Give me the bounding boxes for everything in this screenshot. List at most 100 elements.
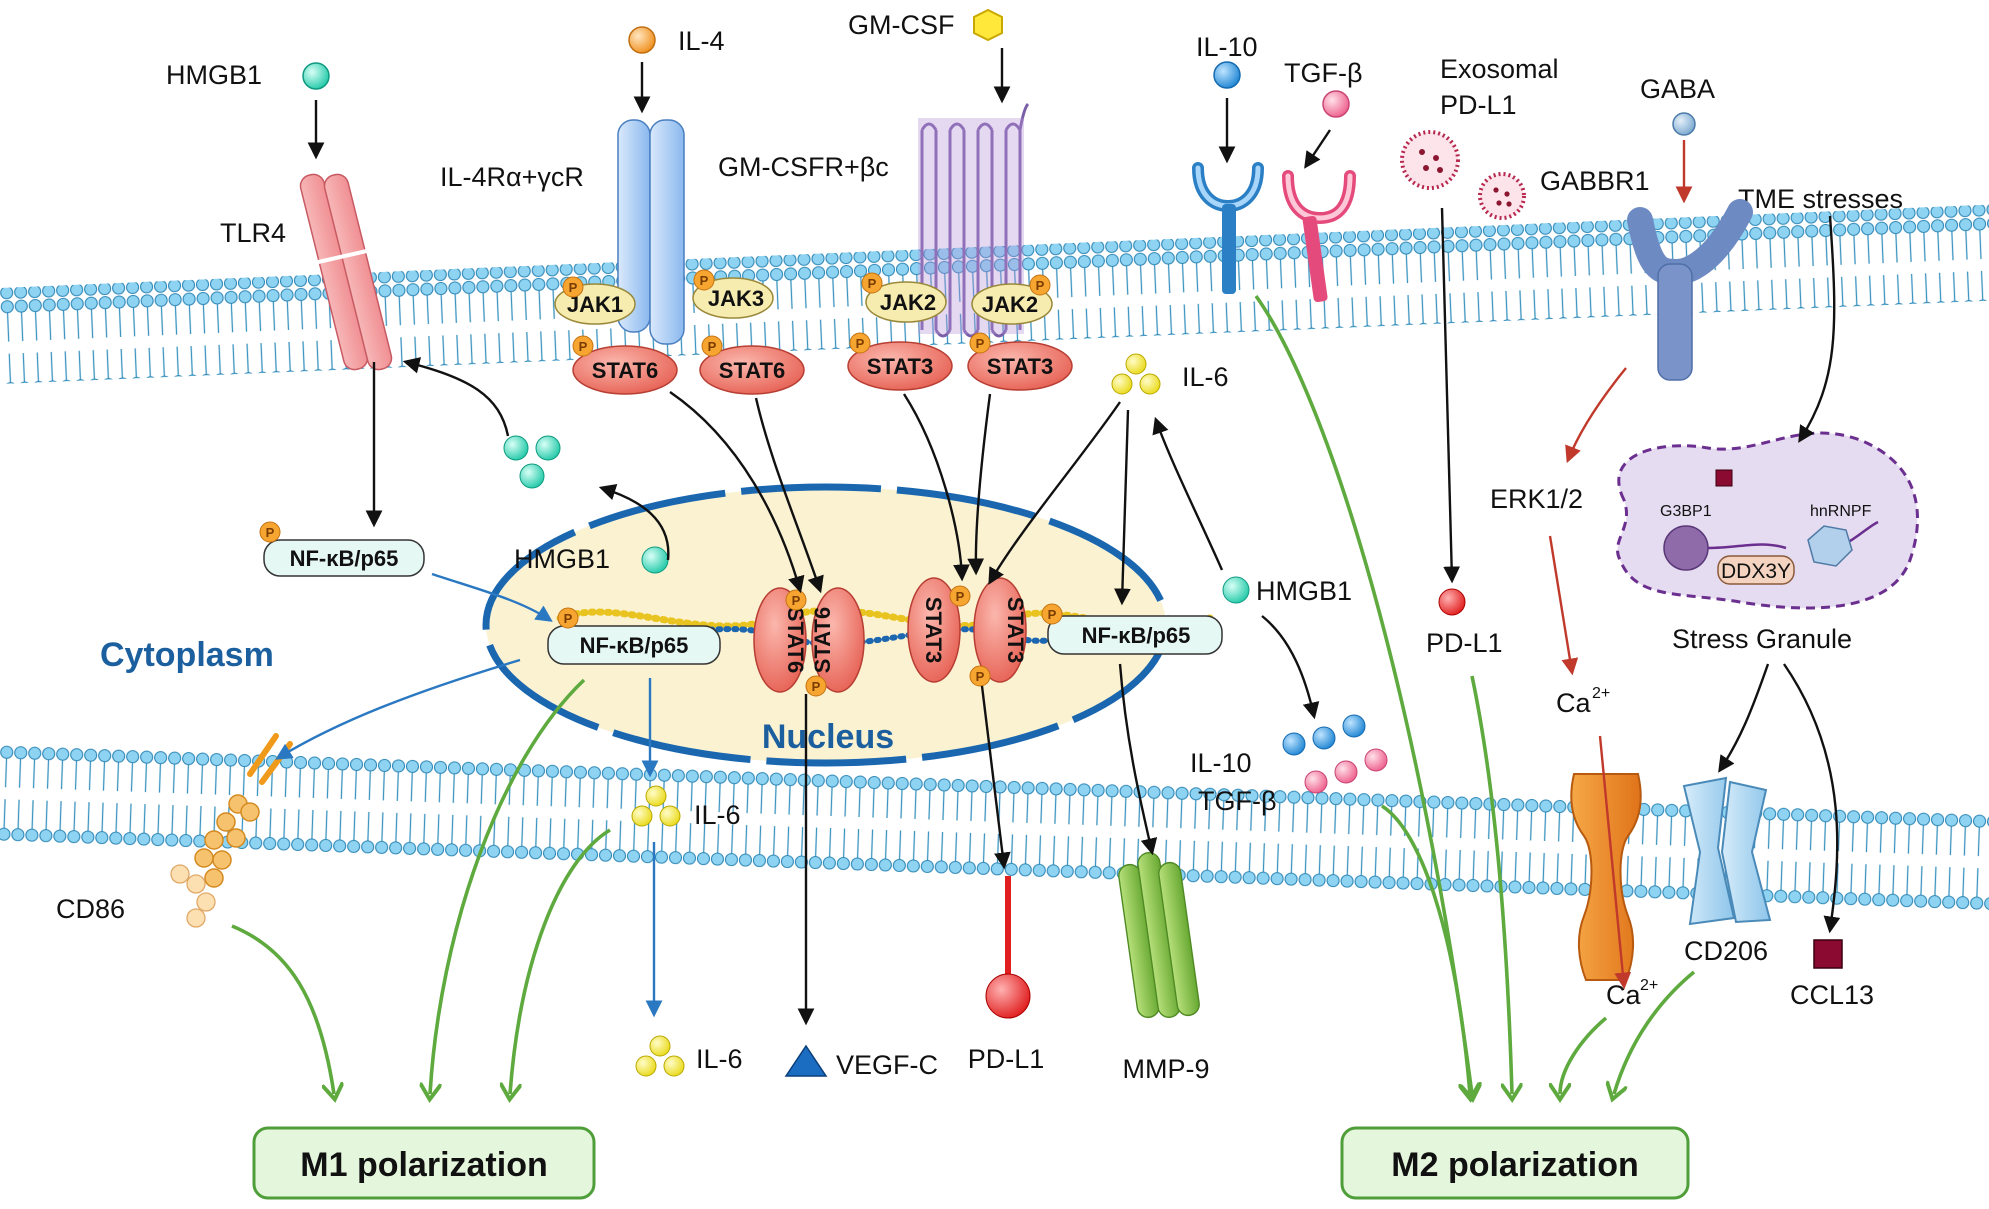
svg-text:STAT6: STAT6 bbox=[783, 607, 808, 673]
ccl13: CCL13 bbox=[1790, 939, 1874, 1010]
m2-polarization-label: M2 polarization bbox=[1391, 1146, 1638, 1184]
m2-polarization-box: M2 polarization bbox=[1340, 1126, 1690, 1200]
hmgb1-cluster bbox=[503, 435, 561, 489]
svg-text:NF-κB/p65: NF-κB/p65 bbox=[290, 546, 399, 571]
exosomal-label-2: PD-L1 bbox=[1440, 90, 1517, 120]
cd206-receptor: CD206 bbox=[1682, 776, 1772, 966]
svg-text:P: P bbox=[700, 273, 709, 288]
il4-ligand: IL-4 bbox=[628, 26, 725, 56]
blue-arrows bbox=[275, 572, 663, 1018]
gabbr1-receptor bbox=[1627, 199, 1753, 381]
svg-text:STAT6: STAT6 bbox=[810, 607, 835, 673]
svg-text:IL-10: IL-10 bbox=[1190, 748, 1252, 778]
nucleus-label: Nucleus bbox=[762, 718, 894, 756]
il6-cluster-low1: IL-6 bbox=[631, 785, 741, 830]
il6-cluster-mid: IL-6 bbox=[1111, 353, 1229, 395]
hmgb1-nucleus: HMGB1 bbox=[1222, 576, 1352, 606]
stat6-left: STAT6 bbox=[572, 345, 678, 395]
svg-text:JAK2: JAK2 bbox=[880, 290, 936, 315]
il6-cluster-low2: IL-6 bbox=[635, 1035, 743, 1077]
pdl1-cytoplasm: PD-L1 bbox=[1426, 588, 1503, 658]
stat3-right: STAT3 bbox=[967, 341, 1073, 391]
svg-text:CCL13: CCL13 bbox=[1790, 980, 1874, 1010]
svg-text:STAT6: STAT6 bbox=[719, 358, 785, 383]
svg-text:TGF-β: TGF-β bbox=[1198, 786, 1277, 816]
vegfc: VEGF-C bbox=[784, 1044, 938, 1080]
g3bp1-label: G3BP1 bbox=[1660, 503, 1712, 520]
erk-label: ERK1/2 bbox=[1490, 484, 1583, 514]
svg-text:2+: 2+ bbox=[1640, 977, 1658, 994]
svg-text:P: P bbox=[976, 669, 985, 684]
svg-text:2+: 2+ bbox=[1592, 685, 1610, 702]
ddx3y-label: DDX3Y bbox=[1721, 560, 1791, 583]
nfkb-nucleus-right: NF-κB/p65 P bbox=[1041, 603, 1223, 655]
gmcsf-label: GM-CSF bbox=[848, 10, 954, 40]
il10-tgfb-secreted: IL-10 TGF-β bbox=[1190, 714, 1388, 816]
hnrnpf-label: hnRNPF bbox=[1810, 503, 1872, 520]
svg-text:Ca: Ca bbox=[1556, 688, 1591, 718]
tgfb-top-label: TGF-β bbox=[1284, 58, 1363, 88]
svg-text:JAK2: JAK2 bbox=[982, 292, 1038, 317]
il10-receptor bbox=[1192, 162, 1264, 294]
gmcsfr-label: GM-CSFR+βc bbox=[718, 152, 889, 182]
hmgb1-top-label: HMGB1 bbox=[166, 60, 262, 90]
svg-text:NF-κB/p65: NF-κB/p65 bbox=[580, 633, 689, 658]
hmgb1-ligand-top: HMGB1 bbox=[166, 60, 330, 90]
cytoplasm-label: Cytoplasm bbox=[100, 636, 274, 674]
tme-stresses-label: TME stresses bbox=[1738, 184, 1903, 214]
svg-text:STAT3: STAT3 bbox=[921, 597, 946, 663]
jak3: JAK3 bbox=[692, 277, 774, 319]
phospho-badges: P P P P P P P P bbox=[562, 269, 1051, 357]
svg-text:P: P bbox=[976, 336, 985, 351]
stat6-right: STAT6 bbox=[699, 345, 805, 395]
stress-granule-label: Stress Granule bbox=[1672, 624, 1852, 654]
svg-text:P: P bbox=[569, 280, 578, 295]
svg-text:P: P bbox=[564, 611, 573, 626]
svg-text:CD86: CD86 bbox=[56, 894, 125, 924]
mmp9-protein: MMP-9 bbox=[1118, 852, 1210, 1084]
jak2-left: JAK2 bbox=[865, 281, 947, 323]
svg-text:P: P bbox=[856, 336, 865, 351]
stress-granule: G3BP1 DDX3Y hnRNPF Stress Granule bbox=[1616, 431, 1919, 654]
gmcsfr-receptor: GM-CSFR+βc bbox=[718, 102, 1030, 338]
svg-text:P: P bbox=[708, 339, 717, 354]
svg-text:STAT6: STAT6 bbox=[592, 358, 658, 383]
hmgb1-cytoplasm: HMGB1 bbox=[514, 544, 669, 574]
black-arrows bbox=[307, 48, 1841, 1026]
ca-cytoplasm: Ca 2+ bbox=[1556, 685, 1610, 718]
tgfb-ligand-top: TGF-β bbox=[1284, 58, 1363, 118]
svg-text:VEGF-C: VEGF-C bbox=[836, 1050, 938, 1080]
nfkb-nucleus-left: NF-κB/p65 P bbox=[547, 607, 721, 665]
il4r-receptor: IL-4Rα+γcR bbox=[440, 119, 685, 345]
jak2-right: JAK2 bbox=[971, 283, 1053, 325]
gmcsf-ligand: GM-CSF bbox=[848, 8, 1003, 42]
pdl1-membrane: PD-L1 bbox=[968, 876, 1045, 1074]
gaba-label: GABA bbox=[1640, 74, 1715, 104]
gaba-ligand: GABA bbox=[1640, 74, 1715, 136]
exosomal-pdl1: Exosomal PD-L1 bbox=[1400, 54, 1559, 220]
svg-text:P: P bbox=[266, 525, 275, 540]
svg-text:HMGB1: HMGB1 bbox=[1256, 576, 1352, 606]
m1-polarization-box: M1 polarization bbox=[252, 1126, 596, 1200]
nfkb-cytoplasm: NF-κB/p65 P bbox=[259, 521, 425, 577]
svg-text:JAK3: JAK3 bbox=[708, 286, 764, 311]
svg-text:HMGB1: HMGB1 bbox=[514, 544, 610, 574]
svg-text:MMP-9: MMP-9 bbox=[1123, 1054, 1210, 1084]
tlr4-label: TLR4 bbox=[220, 218, 286, 248]
svg-text:P: P bbox=[956, 589, 965, 604]
svg-text:PD-L1: PD-L1 bbox=[1426, 628, 1503, 658]
il6-mid-label: IL-6 bbox=[1182, 362, 1229, 392]
svg-text:STAT3: STAT3 bbox=[1003, 597, 1028, 663]
svg-text:IL-6: IL-6 bbox=[694, 800, 741, 830]
tlr4-receptor: TLR4 bbox=[220, 173, 393, 371]
svg-text:STAT3: STAT3 bbox=[867, 354, 933, 379]
il4r-label: IL-4Rα+γcR bbox=[440, 162, 584, 192]
gabbr1-label: GABBR1 bbox=[1540, 166, 1650, 196]
svg-text:PD-L1: PD-L1 bbox=[968, 1044, 1045, 1074]
green-arrows bbox=[231, 294, 1696, 1094]
svg-text:P: P bbox=[1036, 278, 1045, 293]
svg-text:P: P bbox=[579, 339, 588, 354]
tgfb-receptor bbox=[1282, 170, 1356, 303]
stat3-left: STAT3 bbox=[847, 341, 953, 391]
